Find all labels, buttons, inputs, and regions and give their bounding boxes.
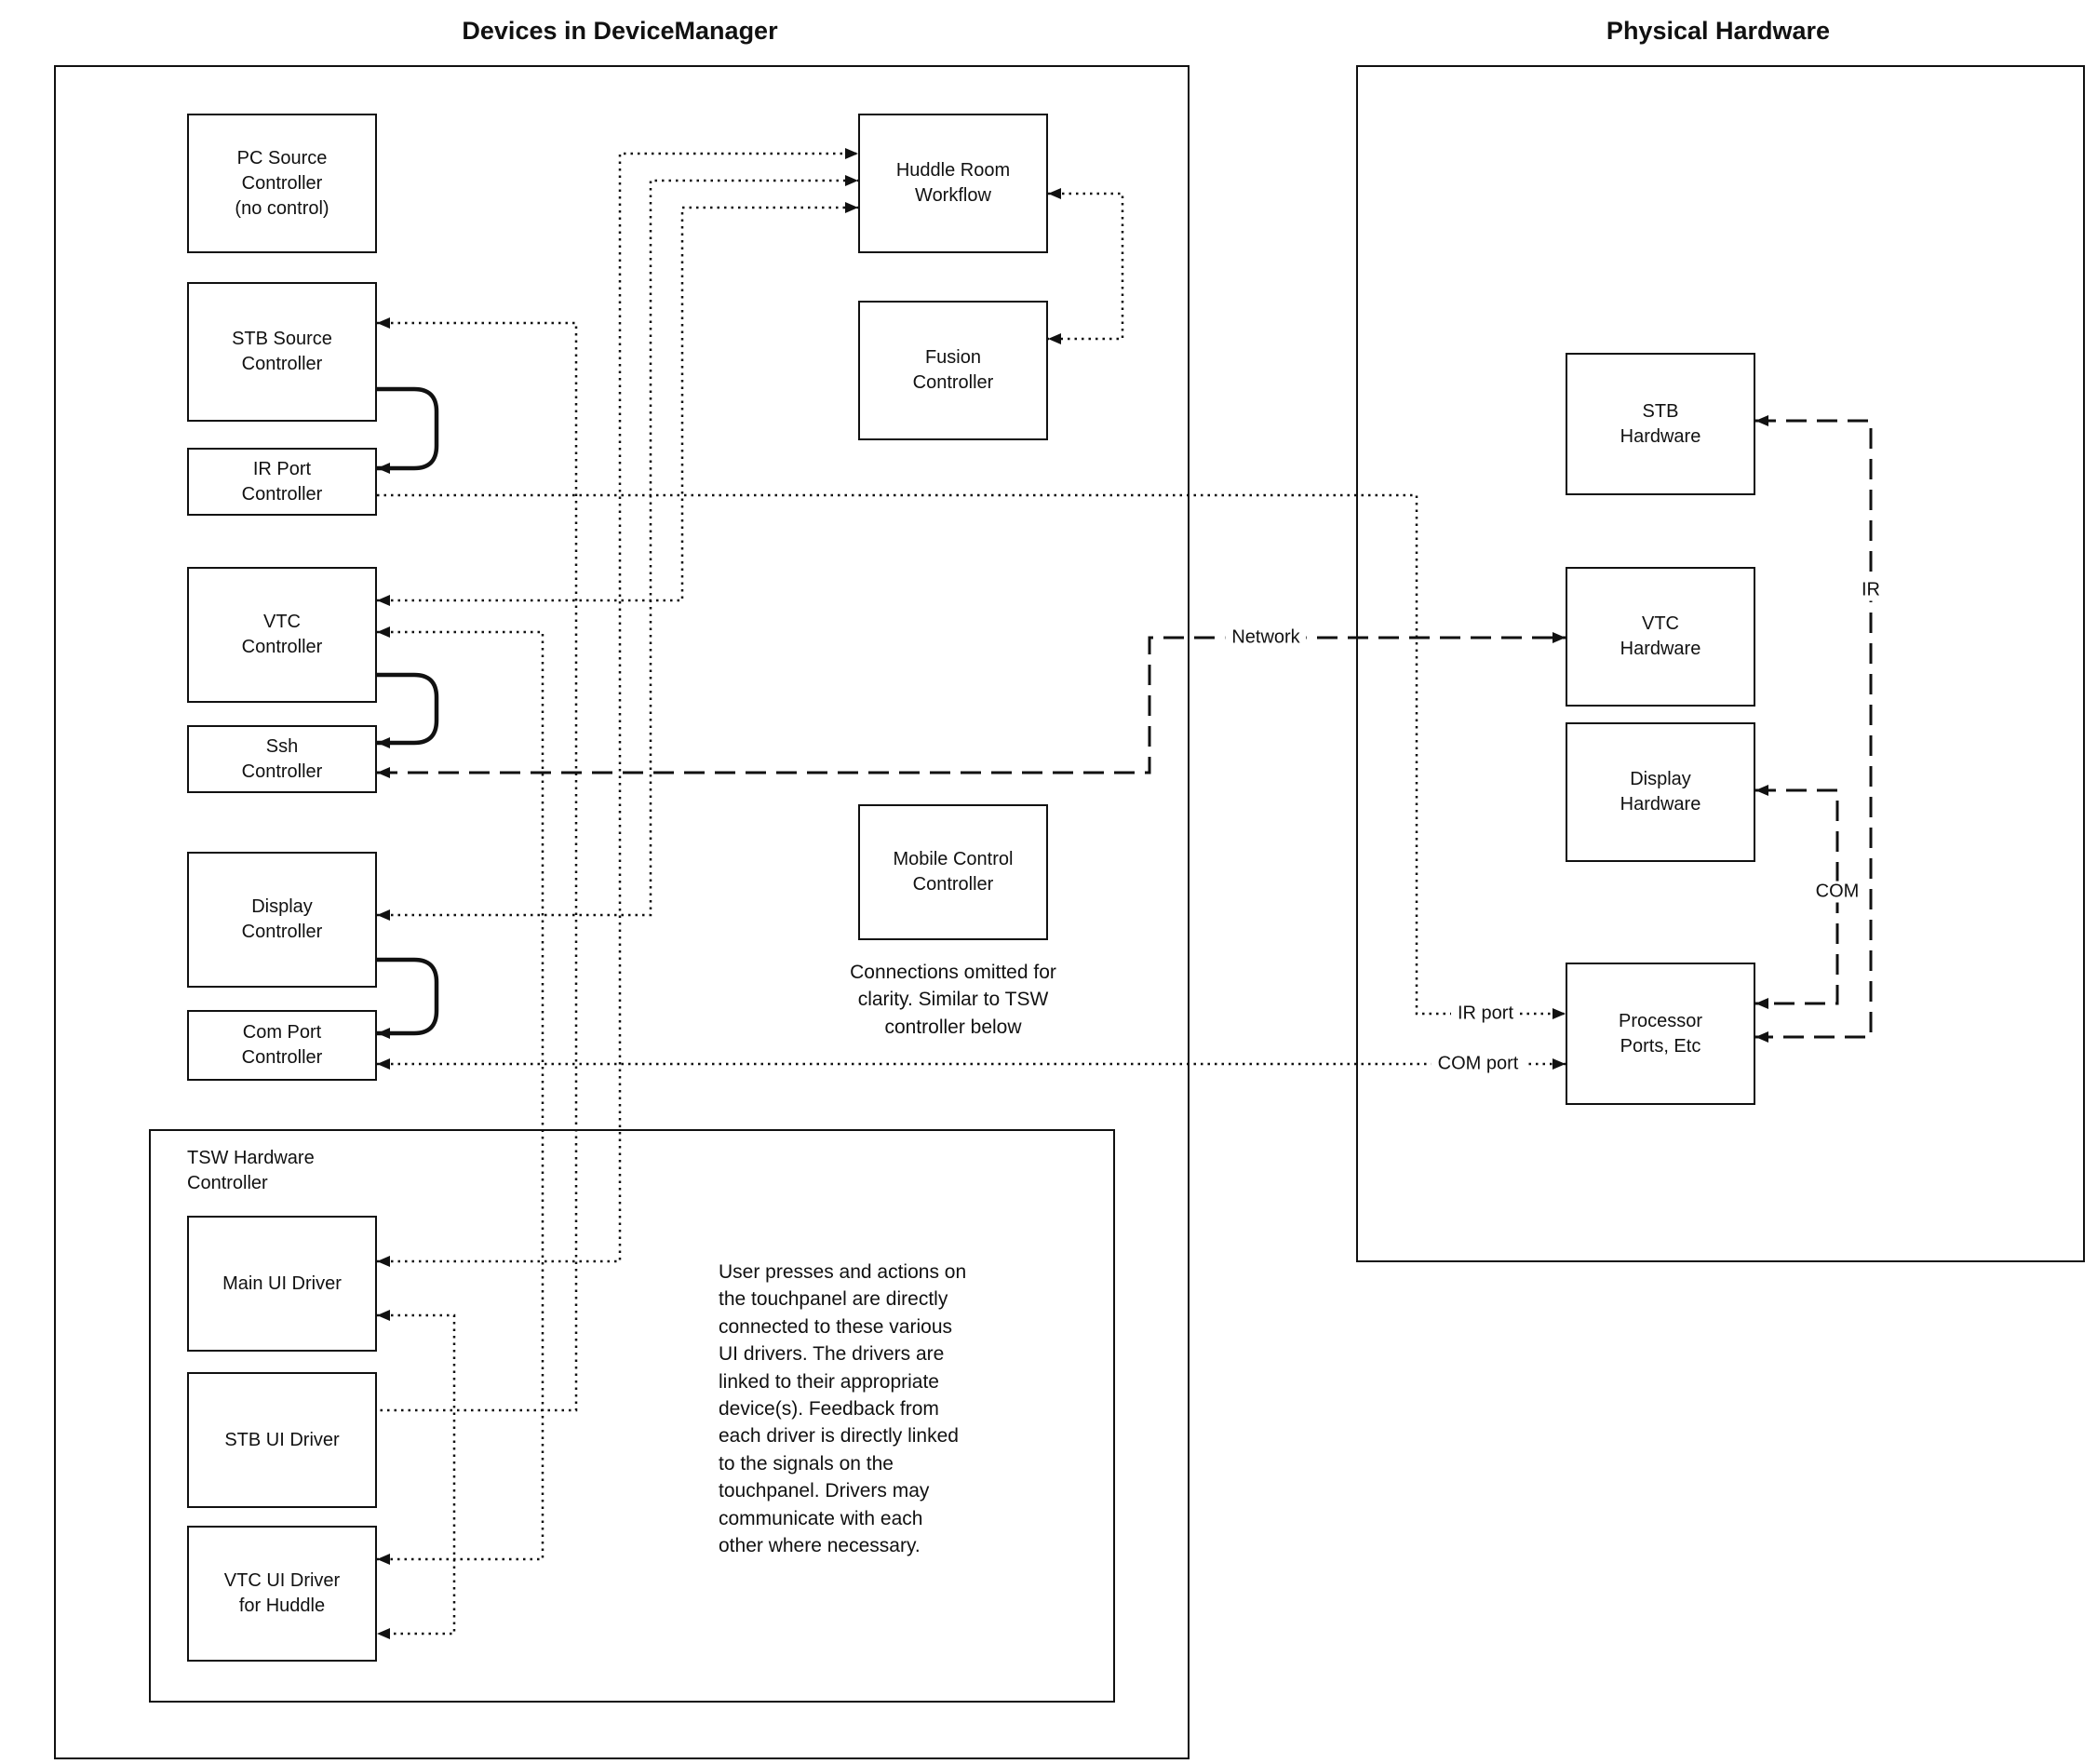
device-manager-title: Devices in DeviceManager <box>462 17 778 45</box>
edge-vtc-huddle <box>377 202 858 606</box>
edge-display-huddle <box>377 175 858 921</box>
ir-port-label: IR port <box>1450 1003 1521 1025</box>
node-label: Main UI Driver <box>222 1273 342 1294</box>
edge-main-ui-huddle <box>377 148 858 1267</box>
node-stb-source-controller: STB Source Controller <box>187 282 377 422</box>
edge-stb-source-ir-port <box>377 386 439 474</box>
edge-stb-ui-stb-source <box>377 317 578 1412</box>
network-label: Network <box>1225 626 1307 649</box>
node-display-controller: Display Controller <box>187 852 377 988</box>
edge-vtc-vtc-ui <box>377 626 544 1565</box>
node-vtc-hardware: VTC Hardware <box>1566 567 1755 707</box>
node-vtc-controller: VTC Controller <box>187 567 377 703</box>
tsw-note: User presses and actions on the touchpan… <box>719 1261 967 1556</box>
node-label: IR Port Controller <box>241 458 323 505</box>
node-ssh-controller: Ssh Controller <box>187 725 377 793</box>
node-label: Huddle Room Workflow <box>895 160 1011 206</box>
tsw-container-label: TSW Hardware Controller <box>187 1148 315 1193</box>
node-stb-hardware: STB Hardware <box>1566 353 1755 495</box>
node-label: Ssh Controller <box>241 735 323 782</box>
node-pc-source-controller: PC Source Controller (no control) <box>187 114 377 253</box>
edge-ssh-network-vtc-hardware <box>377 632 1566 778</box>
edge-main-ui-vtc-ui <box>377 1310 456 1639</box>
node-main-ui-driver: Main UI Driver <box>187 1216 377 1352</box>
node-label: Display Hardware <box>1620 769 1701 815</box>
node-label: Com Port Controller <box>241 1022 323 1068</box>
node-label: STB UI Driver <box>224 1429 340 1450</box>
ir-label: IR <box>1855 579 1887 601</box>
device-manager-container <box>54 65 1190 1759</box>
mobile-note: Connections omitted for clarity. Similar… <box>850 962 1056 1038</box>
node-label: VTC Controller <box>241 612 323 657</box>
node-label: PC Source Controller (no control) <box>235 147 329 219</box>
edge-ir-stb-hardware-processor <box>1755 415 1873 1043</box>
physical-hardware-title: Physical Hardware <box>1606 17 1831 45</box>
node-vtc-ui-driver: VTC UI Driver for Huddle <box>187 1526 377 1662</box>
node-label: VTC UI Driver for Huddle <box>223 1570 341 1616</box>
edge-huddle-fusion <box>1048 188 1124 344</box>
node-label: Display Controller <box>241 896 323 942</box>
node-huddle-room-workflow: Huddle Room Workflow <box>858 114 1048 253</box>
node-label: VTC Hardware <box>1620 613 1701 659</box>
edge-vtc-ssh <box>377 672 439 748</box>
com-port-label: COM port <box>1431 1053 1526 1075</box>
node-display-hardware: Display Hardware <box>1566 722 1755 862</box>
node-fusion-controller: Fusion Controller <box>858 301 1048 440</box>
node-label: STB Hardware <box>1620 400 1701 447</box>
edge-display-com-port <box>377 957 439 1039</box>
node-processor-ports: Processor Ports, Etc <box>1566 963 1755 1105</box>
node-label: Fusion Controller <box>912 347 994 393</box>
node-label: STB Source Controller <box>232 329 332 374</box>
node-ir-port-controller: IR Port Controller <box>187 448 377 516</box>
node-com-port-controller: Com Port Controller <box>187 1010 377 1081</box>
node-label: Processor Ports, Etc <box>1618 1010 1703 1057</box>
node-stb-ui-driver: STB UI Driver <box>187 1372 377 1508</box>
node-label: Mobile Control Controller <box>893 849 1014 895</box>
node-mobile-control-controller: Mobile Control Controller <box>858 804 1048 940</box>
com-label: COM <box>1808 881 1866 903</box>
